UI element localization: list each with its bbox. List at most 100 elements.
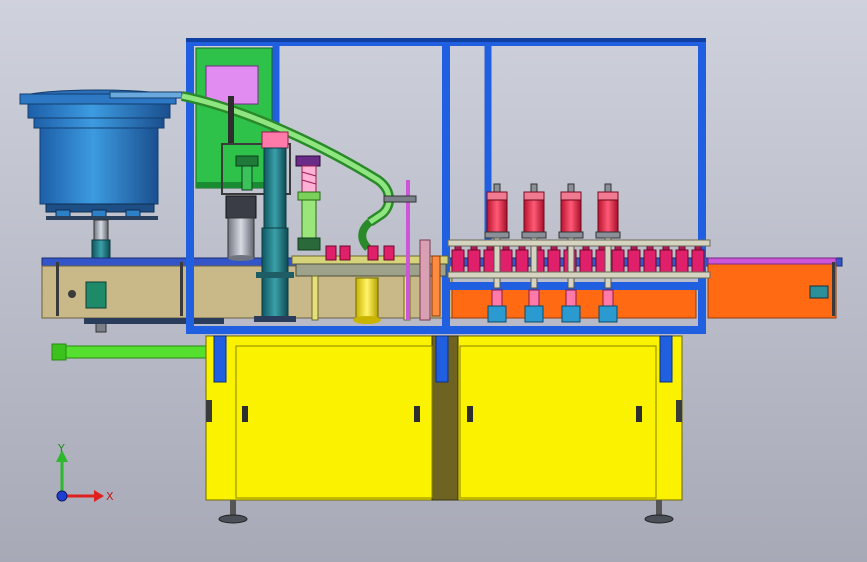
- bottle: [675, 249, 689, 275]
- head-top: [295, 155, 321, 167]
- end-sensor-icon: [809, 285, 829, 299]
- bowl-outlet-track: [109, 91, 183, 99]
- bowl-band-2: [27, 103, 171, 119]
- bowl-band-3: [33, 117, 165, 129]
- x-axis-label: X: [106, 490, 114, 503]
- bottle: [611, 249, 625, 275]
- capping-cylinder[interactable]: [523, 199, 545, 233]
- bottle-icon: [383, 245, 395, 261]
- cabinet[interactable]: [205, 335, 683, 524]
- feed-pipe-end: [51, 343, 67, 361]
- bottle-icon: [339, 245, 351, 261]
- vertical-shaft: [263, 147, 287, 229]
- frame-top-edge: [186, 38, 706, 42]
- bottle-guide-bar-lower: [447, 271, 711, 279]
- pick-clamp: [235, 155, 259, 167]
- door-handle[interactable]: [636, 406, 642, 422]
- x-axis-arrow-icon: [94, 490, 104, 502]
- capping-cylinder[interactable]: [486, 199, 508, 233]
- head-top-cap: [597, 191, 619, 201]
- shaft-base: [254, 316, 296, 322]
- shaft-collar: [256, 272, 294, 278]
- conveyor-tail: [707, 263, 837, 319]
- chuck-base: [487, 305, 507, 323]
- conveyor-tail-rail: [707, 257, 837, 265]
- motor-bottom: [228, 255, 254, 261]
- chuck-base: [524, 305, 544, 323]
- cabinet-door-right[interactable]: [459, 345, 657, 499]
- pink-post: [419, 239, 431, 321]
- y-axis-label: Y: [57, 442, 65, 455]
- foot-stem: [230, 500, 236, 516]
- cabinet-leg-top: [659, 335, 673, 383]
- yellow-cylinder: [355, 277, 379, 319]
- bottle: [643, 249, 657, 275]
- star-wheel-area[interactable]: [291, 180, 449, 324]
- bowl-plate: [46, 216, 158, 220]
- spring-icon: [301, 165, 317, 193]
- cap-pick-station[interactable]: [221, 96, 296, 322]
- head-spindle: [530, 237, 538, 289]
- bowl-column-collar: [93, 219, 109, 241]
- rod-bracket: [383, 195, 417, 203]
- chute-tail: [358, 218, 373, 251]
- leveling-foot: [644, 514, 674, 524]
- bed-post: [832, 262, 835, 316]
- guide-rod: [228, 96, 234, 144]
- bowl-body: [39, 127, 159, 205]
- cabinet-leg-top: [213, 335, 227, 383]
- leveling-foot: [218, 514, 248, 524]
- coordinate-triad: Y X: [56, 442, 114, 503]
- spindle-coupling: [528, 289, 540, 307]
- support-rod: [311, 275, 319, 321]
- capping-cylinder[interactable]: [560, 199, 582, 233]
- head-spindle: [567, 237, 575, 289]
- drive-motor-plate: [85, 281, 107, 309]
- bottle-row: [451, 243, 705, 275]
- head-spindle: [604, 237, 612, 289]
- motor-cap: [225, 195, 257, 219]
- spindle-coupling: [491, 289, 503, 307]
- head-top-cap: [523, 191, 545, 201]
- conveyor-bed-left: [41, 265, 191, 319]
- bolt-icon: [68, 290, 76, 298]
- bed-post: [56, 262, 59, 316]
- pick-frame: [221, 143, 291, 195]
- head-chuck: [297, 237, 321, 251]
- bottle-icon: [367, 245, 379, 261]
- side-hinge: [206, 400, 212, 422]
- orange-post: [431, 255, 441, 317]
- magenta-rod: [406, 180, 410, 320]
- chuck-base: [598, 305, 618, 323]
- bottle-guide-bar: [447, 239, 711, 247]
- bottle: [627, 249, 641, 275]
- bottle: [691, 249, 705, 275]
- bottle: [659, 249, 673, 275]
- capping-cylinder[interactable]: [597, 199, 619, 233]
- head-clamp: [297, 191, 321, 201]
- door-handle[interactable]: [242, 406, 248, 422]
- door-handle[interactable]: [414, 406, 420, 422]
- spring-coil: [301, 171, 317, 177]
- pink-sleeve: [261, 131, 289, 149]
- bed-post: [180, 262, 183, 316]
- door-handle[interactable]: [467, 406, 473, 422]
- cylinder-flange: [558, 231, 584, 239]
- bottle: [467, 249, 481, 275]
- bed-underplate: [84, 318, 224, 324]
- y-axis-arrow-icon: [56, 450, 68, 462]
- head-top-cap: [560, 191, 582, 201]
- chuck-base: [561, 305, 581, 323]
- bottle: [547, 249, 561, 275]
- bottle: [579, 249, 593, 275]
- capping-heads[interactable]: [484, 183, 621, 323]
- panel-bottom-lip: [196, 182, 272, 188]
- bottle: [451, 249, 465, 275]
- cylinder-flange: [484, 231, 510, 239]
- spring-cap-head[interactable]: [295, 155, 321, 251]
- bottle: [499, 249, 513, 275]
- feed-pipe: [51, 343, 215, 361]
- cabinet-door-left[interactable]: [235, 345, 433, 499]
